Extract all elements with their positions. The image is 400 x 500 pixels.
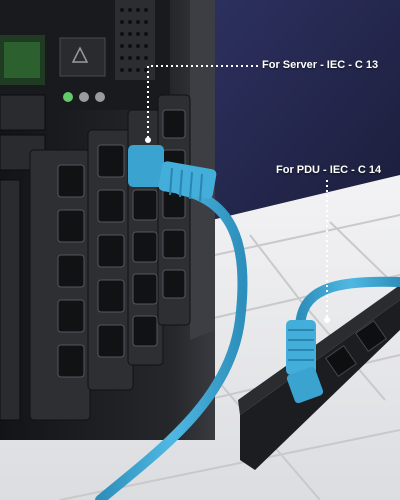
psu-module-2	[87, 129, 134, 391]
psu-module-4	[157, 94, 191, 326]
display-glow	[4, 42, 40, 78]
c13-connector	[128, 145, 217, 202]
psu-module-1	[29, 149, 91, 421]
pdu-connector-label: For PDU - IEC - C 14	[276, 164, 382, 176]
status-led-icons	[63, 92, 105, 102]
warning-label	[59, 37, 106, 77]
server-connector-label: For Server - IEC - C 13	[262, 59, 379, 71]
callout-lines	[147, 65, 328, 320]
pdu-cable	[295, 276, 400, 335]
warning-triangle-icon	[71, 46, 89, 63]
server-cable	[95, 185, 248, 500]
vent-holes	[120, 8, 148, 72]
server-callout-dot	[145, 137, 151, 143]
c14-connector	[286, 320, 324, 404]
pdu-callout-dot	[324, 317, 330, 323]
